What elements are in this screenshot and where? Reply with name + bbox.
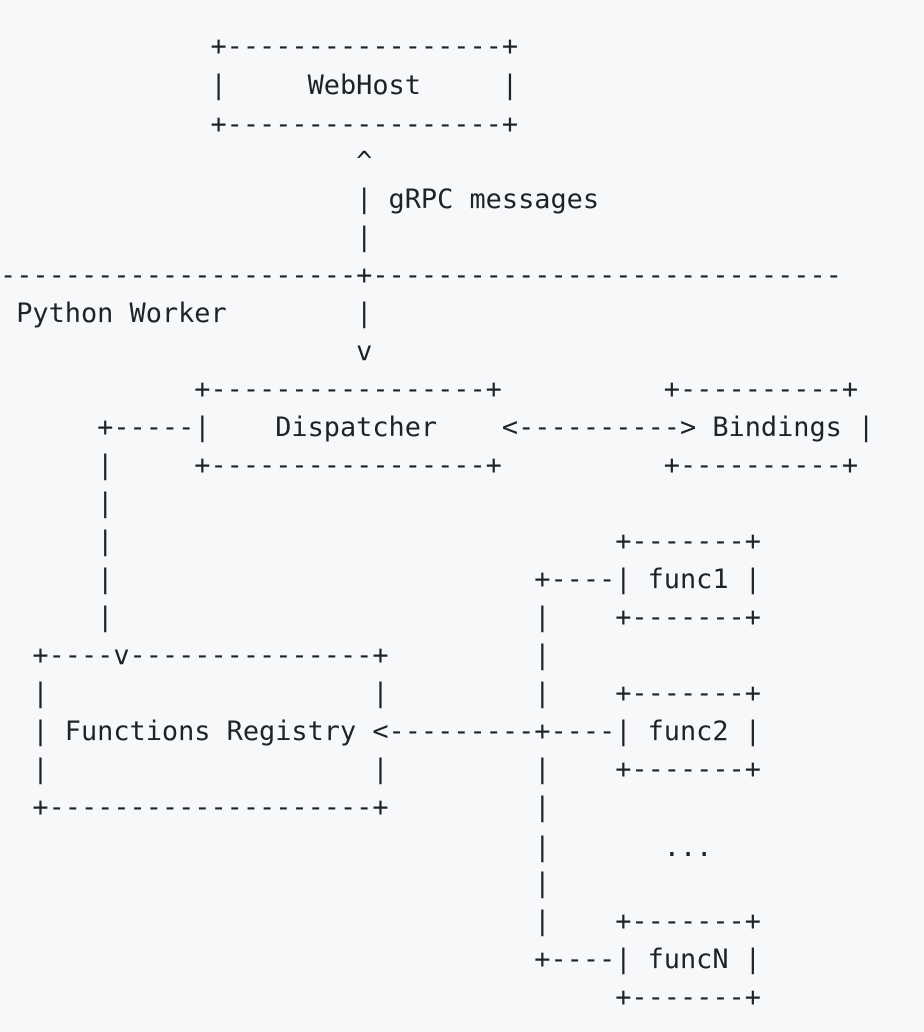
python-worker-label: Python Worker | <box>0 298 373 329</box>
grpc-arrow-up: ^ <box>0 146 373 177</box>
dispatcher-connector: | <box>0 488 114 519</box>
registry-row-blank-1: | | | +-------+ <box>0 678 761 709</box>
registry-box-top: +----v---------------+ | <box>0 640 551 671</box>
worker-boundary-line: ----------------------+-----------------… <box>0 260 842 291</box>
dispatcher-box-top: +-----------------+ +----------+ <box>0 374 859 405</box>
grpc-arrow-down: v <box>0 336 373 367</box>
ellipsis-row: | ... <box>0 832 713 863</box>
funcN-box-bottom: +-------+ <box>0 982 761 1013</box>
webhost-box-top: +-----------------+ <box>0 31 519 62</box>
func1-box-bottom: | | +-------+ <box>0 602 761 633</box>
func1-box-top: | +-------+ <box>0 526 761 557</box>
funcN-box-top: | +-------+ <box>0 906 761 937</box>
webhost-box-label-row: | WebHost | <box>0 70 519 101</box>
webhost-box-bottom: +-----------------+ <box>0 109 519 140</box>
registry-row-blank-2: | | | +-------+ <box>0 754 761 785</box>
registry-label-row: | Functions Registry <---------+----| fu… <box>0 716 761 747</box>
grpc-connector: | <box>0 222 373 253</box>
func1-row: | +----| func1 | <box>0 564 761 595</box>
registry-box-bottom: +--------------------+ | <box>0 792 551 823</box>
dispatcher-box-bottom: | +-----------------+ +----------+ <box>0 450 859 481</box>
grpc-messages-label: | gRPC messages <box>0 184 600 215</box>
dispatcher-bindings-row: +-----| Dispatcher <----------> Bindings… <box>0 412 875 443</box>
funcN-row: +----| funcN | <box>0 944 761 975</box>
functions-connector: | <box>0 868 551 899</box>
